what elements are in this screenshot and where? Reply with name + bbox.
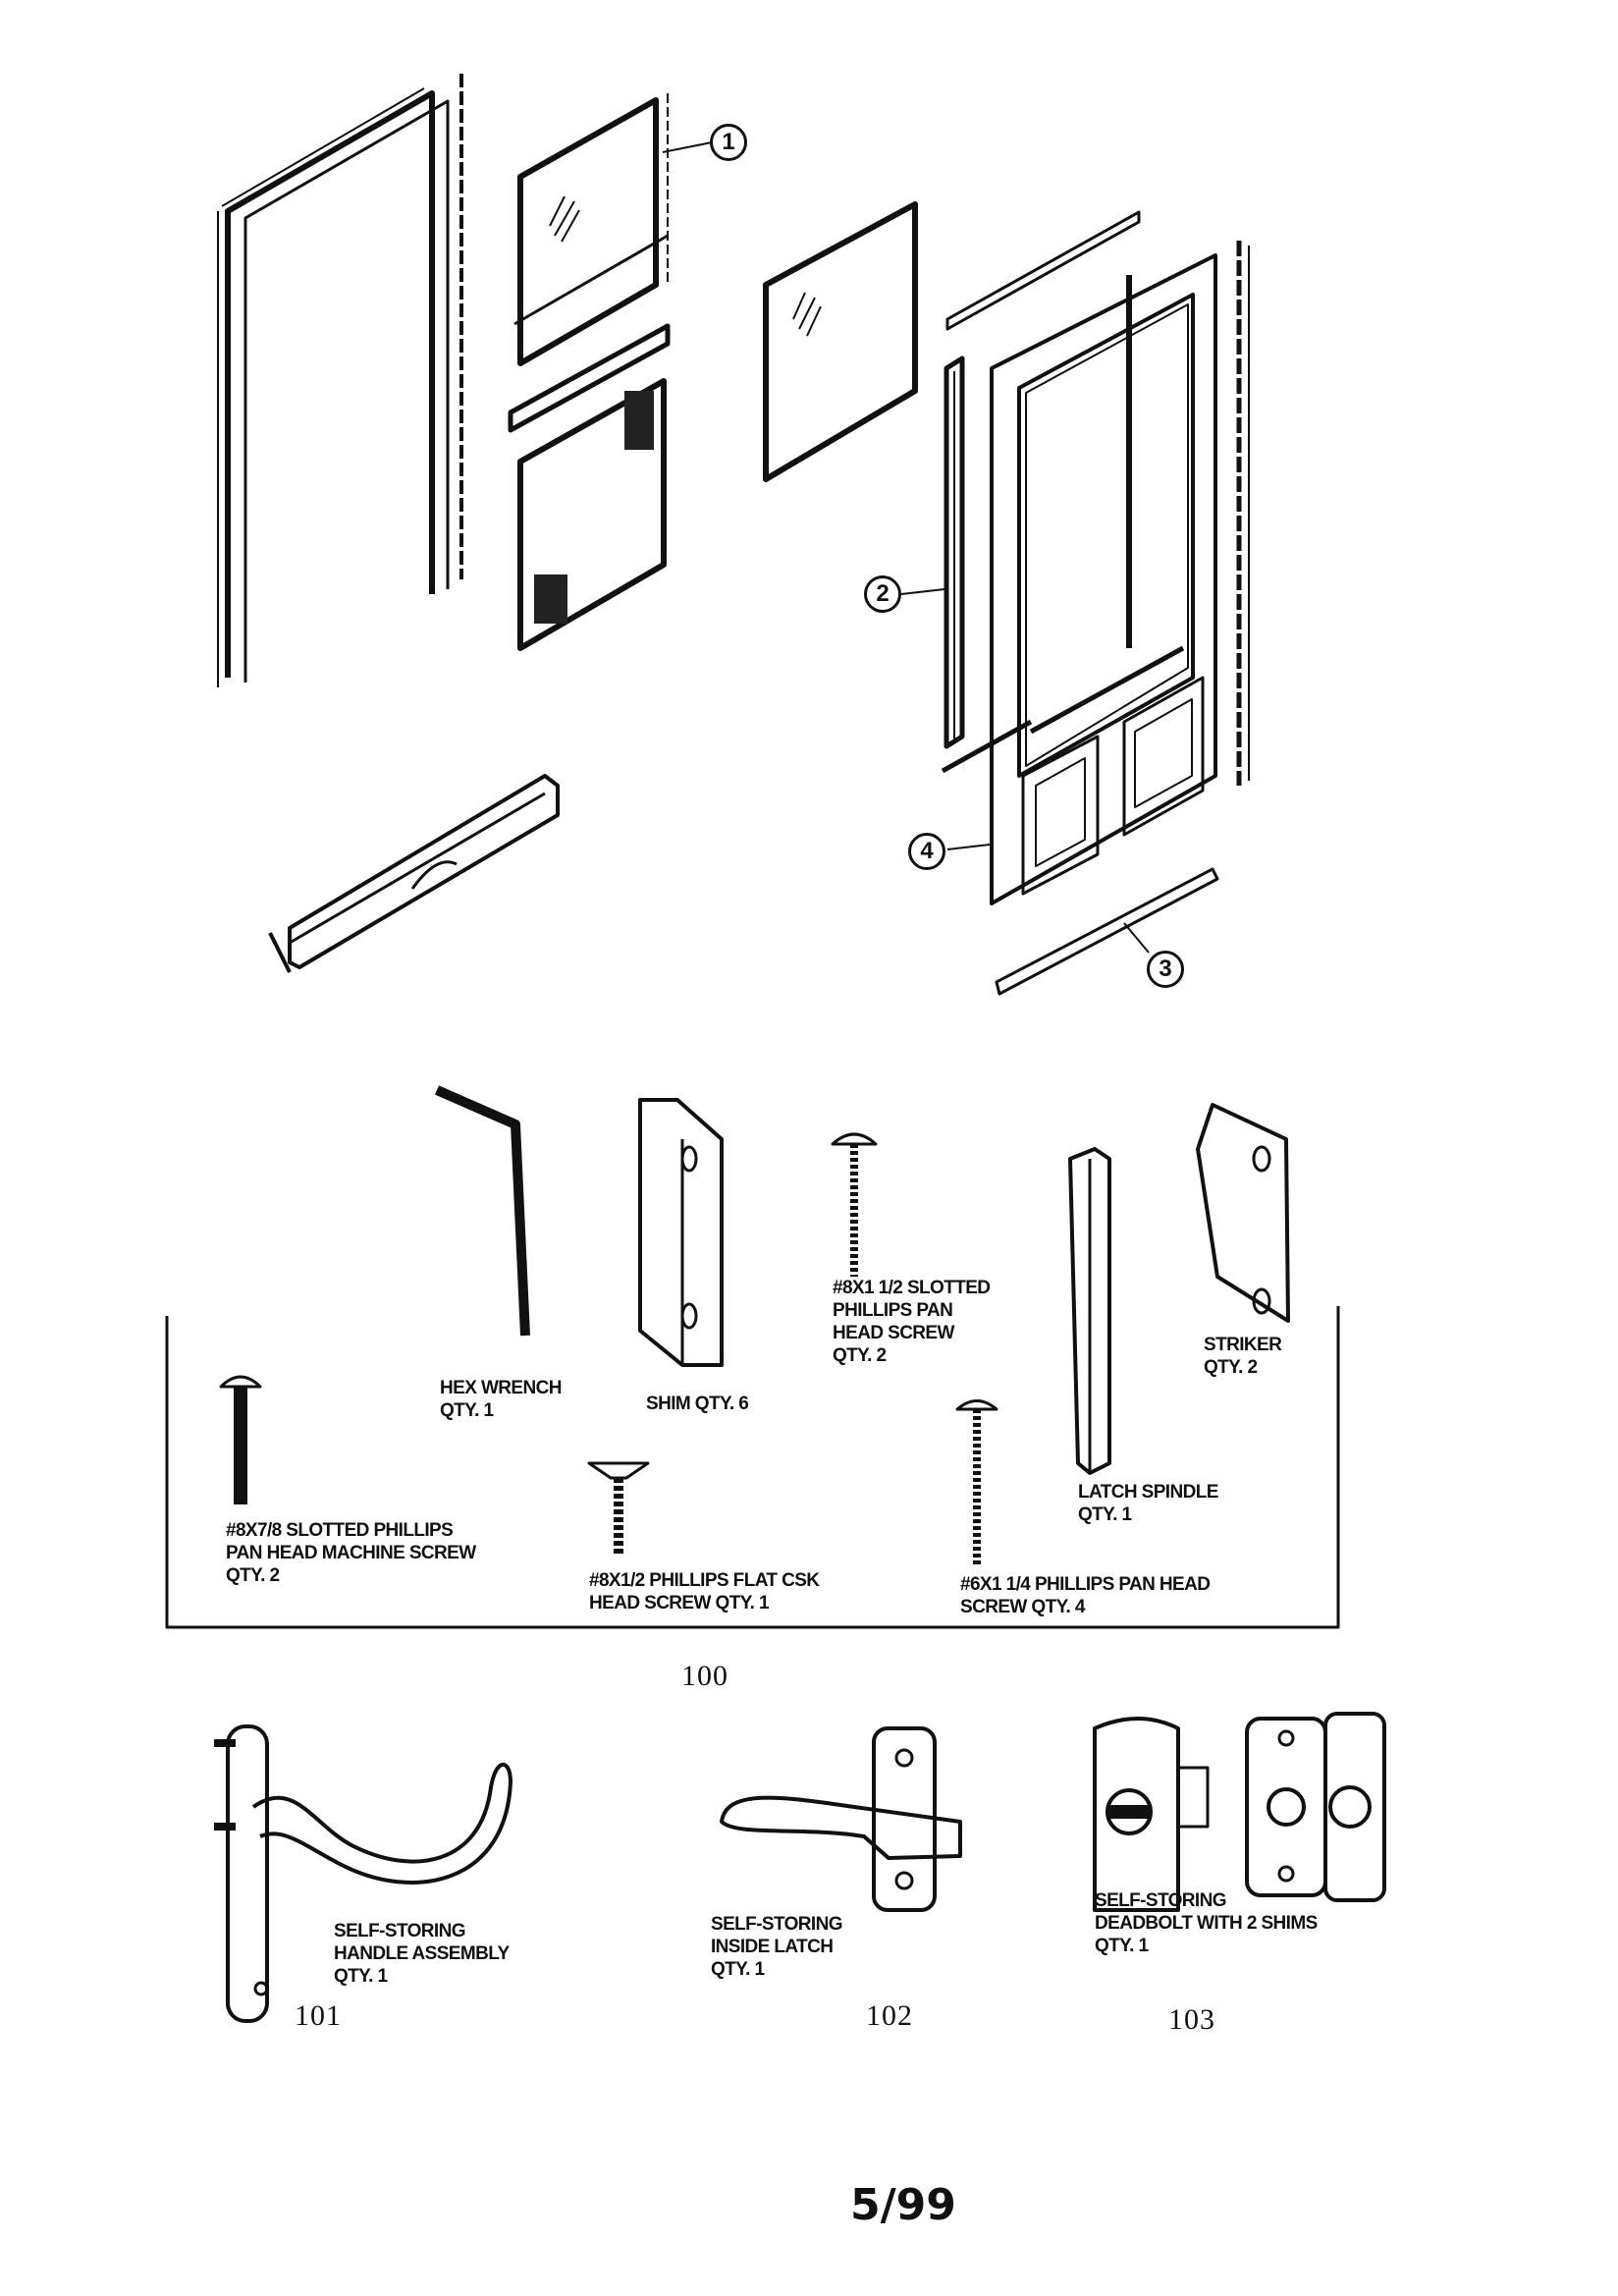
slotted-pan-head-screw — [831, 1132, 878, 1277]
deadbolt-label: SELF-STORING DEADBOLT WITH 2 SHIMS QTY. … — [1095, 1890, 1318, 1956]
bottom-sweep — [995, 867, 1219, 996]
callout-4: 4 — [908, 833, 945, 870]
flat-csk-screw-label: #8X1/2 PHILLIPS FLAT CSK HEAD SCREW QTY.… — [589, 1570, 820, 1613]
shim — [638, 1098, 724, 1367]
slotted-pan-head-screw-label: #8X1 1/2 SLOTTED PHILLIPS PAN HEAD SCREW… — [833, 1278, 991, 1366]
pan-head-screw — [955, 1399, 998, 1566]
side-strip — [944, 355, 965, 749]
hex-wrench-label: HEX WRENCH QTY. 1 — [440, 1378, 562, 1421]
hardware-kit-box — [165, 1306, 1340, 1629]
kit-number: 100 — [681, 1660, 728, 1692]
handle-assembly-number: 101 — [295, 1999, 342, 2032]
astragal — [1236, 241, 1250, 786]
deadbolt — [1093, 1712, 1386, 1912]
glass-panel-upper — [517, 93, 669, 366]
inside-latch-label: SELF-STORING INSIDE LATCH QTY. 1 — [711, 1914, 843, 1980]
handle-assembly — [214, 1724, 512, 2023]
shim-label: SHIM QTY. 6 — [646, 1394, 749, 1414]
storm-door — [941, 253, 1217, 905]
deadbolt-number: 103 — [1168, 2003, 1215, 2036]
page-footer: 5/99 — [850, 2180, 956, 2230]
glass-panel-lower — [763, 201, 918, 482]
latch-spindle-label: LATCH SPINDLE QTY. 1 — [1078, 1482, 1218, 1525]
callout-2: 2 — [864, 575, 901, 613]
inside-latch — [720, 1726, 962, 1912]
pan-head-screw-label: #6X1 1/4 PHILLIPS PAN HEAD SCREW QTY. 4 — [960, 1574, 1211, 1617]
callout-3: 3 — [1147, 951, 1184, 988]
striker-label: STRIKER QTY. 2 — [1204, 1335, 1282, 1378]
striker — [1196, 1103, 1290, 1323]
callout-1: 1 — [710, 124, 747, 161]
door-closer — [268, 774, 560, 973]
screen-panel — [517, 378, 667, 651]
machine-screw-label: #8X7/8 SLOTTED PHILLIPS PAN HEAD MACHINE… — [226, 1520, 476, 1586]
latch-spindle — [1068, 1147, 1111, 1475]
top-strip — [945, 210, 1141, 331]
mid-rail — [508, 234, 671, 433]
flat-csk-screw — [587, 1461, 650, 1557]
inside-latch-number: 102 — [866, 1999, 913, 2032]
hex-wrench — [434, 1085, 530, 1337]
machine-screw — [219, 1375, 262, 1504]
handle-assembly-label: SELF-STORING HANDLE ASSEMBLY QTY. 1 — [334, 1921, 510, 1987]
door-frame — [217, 74, 463, 687]
